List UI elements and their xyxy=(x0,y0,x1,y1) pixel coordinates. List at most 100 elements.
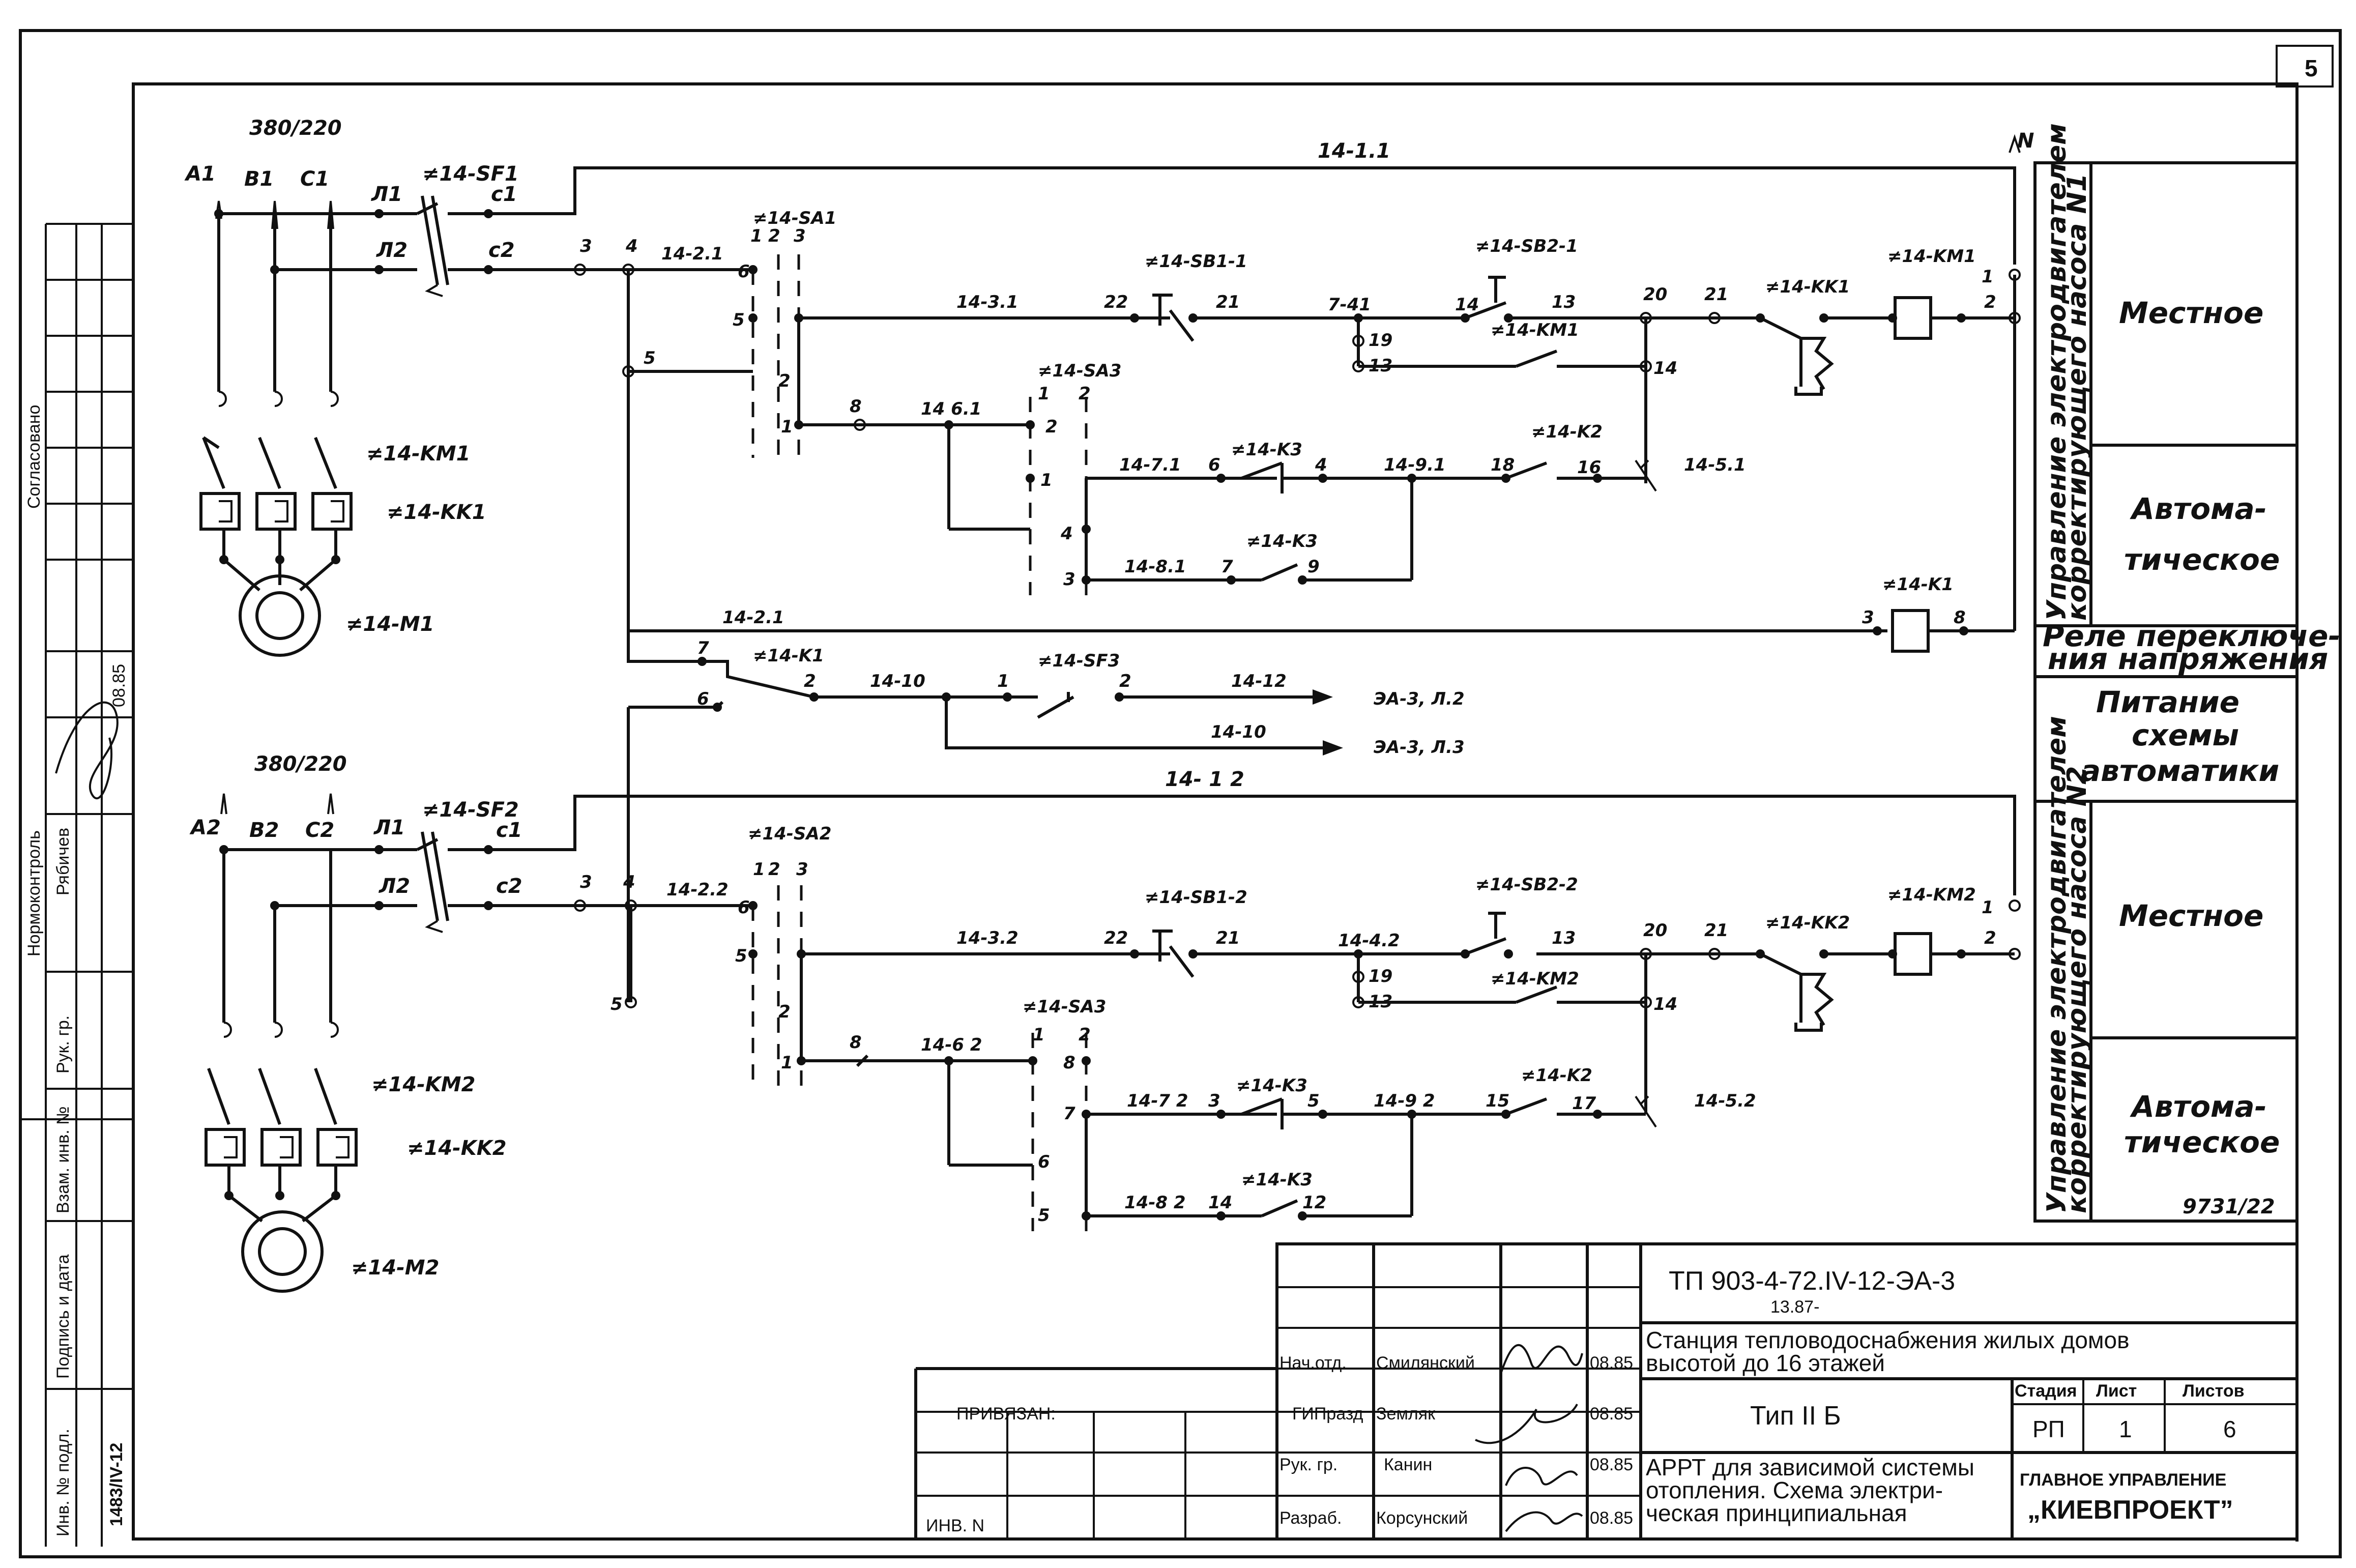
svg-text:7-41: 7-41 xyxy=(1328,295,1371,315)
relay-title-line1: Реле переключе- xyxy=(2043,619,2341,653)
inv-podl-label: Инв. № подл. xyxy=(53,1429,73,1536)
svg-text:14-9.1: 14-9.1 xyxy=(1384,455,1446,475)
svg-text:3: 3 xyxy=(580,872,592,892)
svg-text:≠14-KM2: ≠14-KM2 xyxy=(1491,969,1579,989)
svg-text:14-9 2: 14-9 2 xyxy=(1374,1091,1435,1111)
svg-text:380/220: 380/220 xyxy=(249,117,342,140)
motor2-phase-b: B2 xyxy=(249,819,279,842)
svg-text:3: 3 xyxy=(1208,1091,1220,1111)
svg-text:14-10: 14-10 xyxy=(870,671,925,691)
svg-text:2: 2 xyxy=(1079,384,1091,404)
pump1-control-heading-line1: Управление электродвигателем xyxy=(2042,123,2072,621)
drawing-title-line2: отопления. Схема электри- xyxy=(1646,1477,1943,1503)
svg-text:5: 5 xyxy=(733,310,745,330)
svg-text:3: 3 xyxy=(794,226,806,246)
kk2-contact-label: ≠14-KK2 xyxy=(1765,913,1850,933)
mode-auto-2-line1: Автома- xyxy=(2130,1089,2267,1124)
svg-text:20: 20 xyxy=(1643,920,1667,941)
motor1-power-circuit: 380/220 xyxy=(199,117,384,657)
sb1-2-label: ≠14-SB1-2 xyxy=(1145,887,1247,908)
svg-text:08.85: 08.85 xyxy=(1590,1353,1633,1373)
svg-text:14: 14 xyxy=(1208,1193,1232,1213)
svg-text:c1: c1 xyxy=(491,183,517,206)
k1-contact-label: ≠14-K1 xyxy=(753,646,824,666)
km1-coil-label: ≠14-KM1 xyxy=(1887,246,1976,267)
svg-text:c2: c2 xyxy=(496,875,522,898)
svg-text:≠14-K3: ≠14-K3 xyxy=(1236,1076,1307,1096)
left-approval-strip xyxy=(20,223,133,1547)
svg-text:2: 2 xyxy=(768,859,780,880)
svg-text:6: 6 xyxy=(738,897,750,918)
svg-text:2: 2 xyxy=(778,371,791,391)
svg-text:8: 8 xyxy=(1063,1053,1075,1073)
svg-text:14-1.1: 14-1.1 xyxy=(1318,139,1390,163)
motor1-phase-b: B1 xyxy=(244,167,274,191)
svg-text:7: 7 xyxy=(697,638,709,658)
stage-header: Стадия xyxy=(2015,1381,2077,1401)
svg-text:2: 2 xyxy=(1079,1025,1091,1045)
power-title-line2: схемы xyxy=(2132,718,2239,752)
privyazan-label: ПРИВЯЗАН: xyxy=(956,1404,1056,1424)
motor1-relay-label: ≠14-KK1 xyxy=(387,501,486,524)
type-label: Тип II Б xyxy=(1750,1401,1841,1431)
svg-text:8: 8 xyxy=(1954,607,1966,628)
pump1-control-heading-line2: корректирующего насоса N1 xyxy=(2062,173,2092,621)
agreed-label: Согласовано xyxy=(24,405,44,509)
svg-text:Нач.отд.: Нач.отд. xyxy=(1279,1353,1347,1373)
svg-text:16: 16 xyxy=(1577,457,1601,478)
svg-text:1: 1 xyxy=(753,859,765,880)
breaker-sf1 xyxy=(379,195,580,297)
svg-text:14-2.1: 14-2.1 xyxy=(722,607,784,628)
svg-text:21: 21 xyxy=(1216,292,1240,312)
svg-text:22: 22 xyxy=(1104,928,1128,948)
motor2-power-circuit: 380/220 xyxy=(205,752,384,1293)
svg-text:c2: c2 xyxy=(488,239,515,262)
svg-text:≠14-KM1: ≠14-KM1 xyxy=(1491,320,1579,340)
svg-text:14: 14 xyxy=(1653,994,1677,1014)
svg-text:Канин: Канин xyxy=(1384,1455,1432,1474)
svg-text:20: 20 xyxy=(1643,284,1667,305)
svg-text:15: 15 xyxy=(1486,1091,1509,1111)
svg-text:8: 8 xyxy=(850,396,862,417)
svg-text:13: 13 xyxy=(1369,992,1392,1012)
svg-text:19: 19 xyxy=(1369,330,1392,351)
svg-text:21: 21 xyxy=(1704,284,1728,305)
automation-power-circuit xyxy=(627,631,1343,1002)
svg-text:4: 4 xyxy=(625,236,638,256)
document-code-sub: 13.87- xyxy=(1770,1297,1819,1317)
control-circuit-2 xyxy=(574,885,2021,1231)
svg-text:14- 1 2: 14- 1 2 xyxy=(1165,768,1244,791)
svg-text:14-3.1: 14-3.1 xyxy=(956,292,1019,312)
svg-text:14-10: 14-10 xyxy=(1211,722,1266,742)
svg-text:1: 1 xyxy=(1982,267,1994,287)
drawing-title-line3: ческая принципиальная xyxy=(1646,1500,1907,1526)
svg-text:c1: c1 xyxy=(496,819,522,842)
svg-text:14-5.2: 14-5.2 xyxy=(1694,1091,1756,1111)
kk1-contact-label: ≠14-KK1 xyxy=(1765,277,1850,297)
sheets-value: 6 xyxy=(2223,1416,2236,1442)
svg-text:4: 4 xyxy=(1315,455,1327,475)
motor2-relay-label: ≠14-KK2 xyxy=(407,1137,507,1160)
motor2-phase-a: A2 xyxy=(189,816,221,839)
svg-text:08.85: 08.85 xyxy=(1590,1404,1633,1424)
km2-coil-label: ≠14-KM2 xyxy=(1887,885,1976,905)
svg-text:1: 1 xyxy=(997,671,1009,691)
svg-text:14 6.1: 14 6.1 xyxy=(921,399,981,419)
svg-text:≠14-K3: ≠14-K3 xyxy=(1231,440,1302,460)
svg-text:3: 3 xyxy=(1063,569,1075,590)
svg-text:5: 5 xyxy=(610,994,623,1014)
svg-text:1: 1 xyxy=(1982,897,1994,918)
svg-text:2: 2 xyxy=(1119,671,1131,691)
organization-line2: „КИЕВПРОЕКТ” xyxy=(2027,1495,2233,1525)
ruk-gr-label: Рук. гр. xyxy=(53,1015,73,1073)
svg-text:3: 3 xyxy=(1862,607,1874,628)
svg-text:6: 6 xyxy=(1038,1152,1050,1172)
sb1-1-label: ≠14-SB1-1 xyxy=(1145,251,1247,272)
motor1-motor-label: ≠14-M1 xyxy=(346,613,434,636)
normocontrol-signature xyxy=(55,701,119,799)
sa3-2-label: ≠14-SA3 xyxy=(1023,997,1106,1017)
svg-text:2: 2 xyxy=(1984,928,1996,948)
svg-text:12: 12 xyxy=(1302,1193,1326,1213)
function-side-panel xyxy=(2033,161,2299,1223)
